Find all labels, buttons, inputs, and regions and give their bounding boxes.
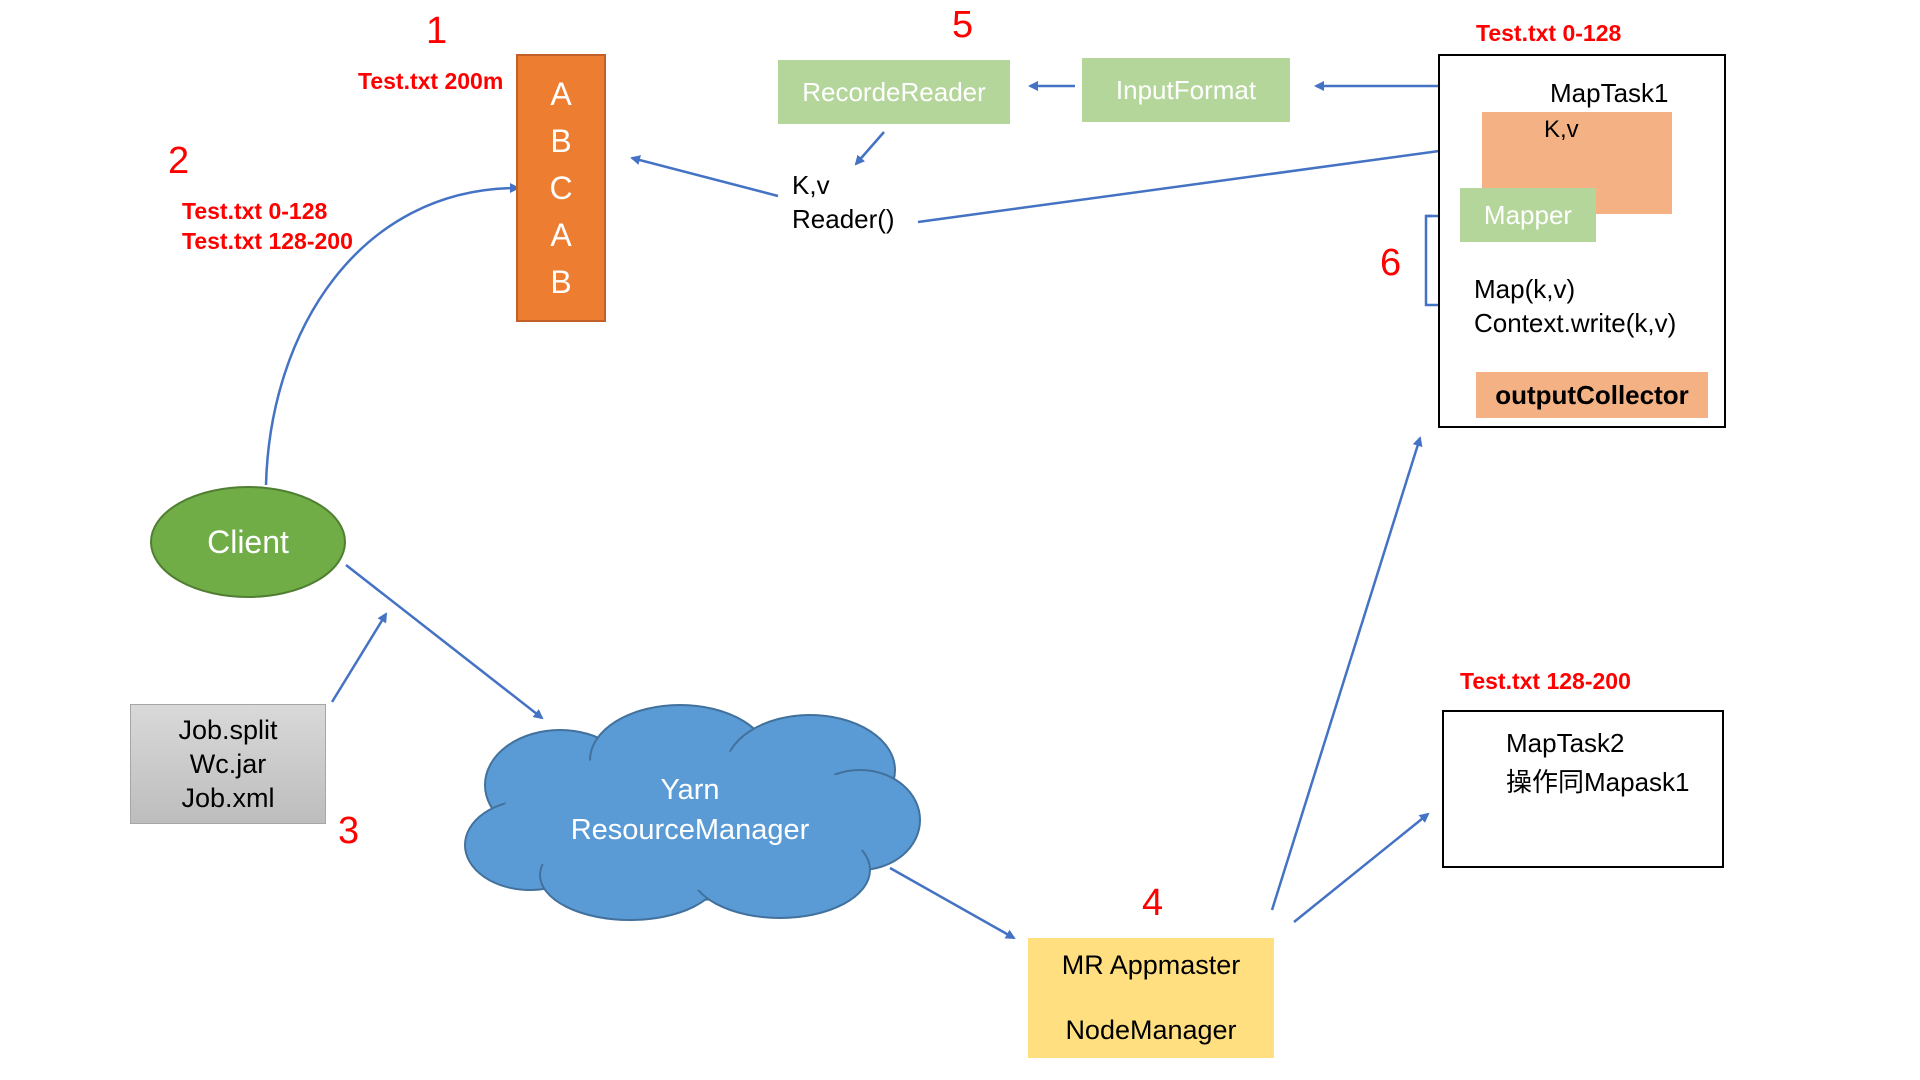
map-call-label: Map(k,v) <box>1474 274 1576 304</box>
reader-call-label: Reader() <box>792 204 895 234</box>
maptask1-split-label: Test.txt 0-128 <box>1476 20 1622 46</box>
appmaster-node: MR Appmaster NodeManager <box>1028 938 1274 1058</box>
recordreader-box: RecordeReader <box>778 60 1010 124</box>
arrow-jobfiles-to-client <box>330 612 388 703</box>
yarn-cloud <box>464 704 921 921</box>
arrow-recordreader-to-reader <box>854 131 885 166</box>
hdfs-block-column: A B C A B <box>516 54 606 322</box>
maptask2-title: MapTask2 <box>1506 728 1625 758</box>
yarn-label-line2: ResourceManager <box>570 814 810 846</box>
step-number-1: 1 <box>426 10 448 52</box>
maptask1-kv-label: K,v <box>1544 116 1579 143</box>
step-number-2: 2 <box>168 140 190 182</box>
output-collector-box: outputCollector <box>1476 372 1708 418</box>
context-write-label: Context.write(k,v) <box>1474 308 1677 338</box>
arrow-client-to-yarn <box>345 564 544 720</box>
block-c: C <box>549 169 573 206</box>
step-number-4: 4 <box>1142 882 1164 924</box>
mapper-box: Mapper <box>1460 188 1596 242</box>
maptask2-box <box>1442 710 1724 868</box>
reader-kv-label: K,v <box>792 170 830 200</box>
step-number-5: 5 <box>952 4 974 46</box>
arrow-yarn-to-appmaster <box>889 866 1016 940</box>
arrow-reader-to-kv <box>917 136 1522 224</box>
arrow-reader-to-hdfs <box>630 155 779 198</box>
block-b: B <box>550 122 572 159</box>
arrow-client-to-hdfs <box>264 183 520 486</box>
client-label: Client <box>207 523 289 560</box>
appmaster-label: MR Appmaster <box>1061 950 1241 980</box>
job-files-box: Job.split Wc.jar Job.xml <box>130 704 326 824</box>
block-a: A <box>550 75 572 112</box>
job-xml-file: Job.xml <box>181 783 275 813</box>
nodemanager-label: NodeManager <box>1065 1015 1237 1045</box>
file-size-label: Test.txt 200m <box>358 68 504 94</box>
client-node <box>150 486 346 598</box>
step-number-6: 6 <box>1380 242 1402 284</box>
inputformat-box: InputFormat <box>1082 58 1290 122</box>
block-a: A <box>550 217 572 254</box>
maptask1-title: MapTask1 <box>1550 78 1669 108</box>
split-label-2: Test.txt 128-200 <box>182 228 353 254</box>
job-split-file: Job.split <box>178 715 278 745</box>
split-label-1: Test.txt 0-128 <box>182 198 328 224</box>
block-b: B <box>550 264 572 301</box>
wc-jar-file: Wc.jar <box>189 749 267 779</box>
maptask2-split-label: Test.txt 128-200 <box>1460 668 1631 694</box>
step-number-3: 3 <box>338 810 360 852</box>
yarn-label: Yarn ResourceManager <box>510 770 870 850</box>
yarn-label-line1: Yarn <box>660 774 720 806</box>
maptask2-note: 操作同Mapask1 <box>1506 767 1690 797</box>
arrow-appmaster-to-maptask2 <box>1293 812 1430 923</box>
arrow-appmaster-to-maptask1 <box>1270 436 1423 911</box>
